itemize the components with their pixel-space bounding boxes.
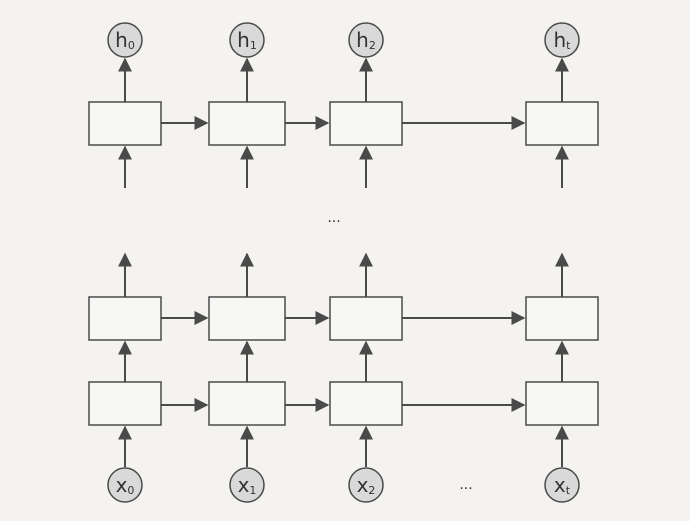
cell-mid-0: [88, 296, 162, 341]
output-node-h1: h1: [229, 22, 265, 58]
cell-bottom-0: [88, 381, 162, 426]
input-node-x0: x0: [107, 467, 143, 503]
svg-text:h1: h1: [237, 28, 257, 52]
output-subscript: 1: [250, 39, 257, 52]
output-node-h0: h0: [107, 22, 143, 58]
cell-top-t: [525, 101, 599, 146]
input-subscript: t: [566, 484, 571, 497]
svg-text:x0: x0: [116, 473, 135, 497]
input-label: x: [238, 473, 250, 497]
output-subscript: 0: [128, 39, 135, 52]
output-label: h: [237, 28, 250, 52]
svg-text:h0: h0: [115, 28, 135, 52]
svg-text:x1: x1: [238, 473, 257, 497]
output-subscript: 2: [369, 39, 376, 52]
svg-text:xt: xt: [554, 473, 571, 497]
input-subscript: 0: [127, 484, 134, 497]
svg-text:x2: x2: [357, 473, 376, 497]
input-subscript: 2: [368, 484, 375, 497]
output-label: h: [553, 28, 566, 52]
cell-top-1: [208, 101, 286, 146]
input-node-x1: x1: [229, 467, 265, 503]
output-label: h: [115, 28, 128, 52]
cell-bottom-2: [329, 381, 403, 426]
cell-top-2: [329, 101, 403, 146]
input-node-x2: x2: [348, 467, 384, 503]
input-label: x: [357, 473, 369, 497]
cell-mid-2: [329, 296, 403, 341]
svg-text:ht: ht: [553, 28, 571, 52]
input-label: x: [554, 473, 566, 497]
input-node-xt: xt: [544, 467, 580, 503]
output-node-h2: h2: [348, 22, 384, 58]
svg-text:h2: h2: [356, 28, 376, 52]
cell-mid-t: [525, 296, 599, 341]
output-label: h: [356, 28, 369, 52]
input-subscript: 1: [249, 484, 256, 497]
input-label: x: [116, 473, 128, 497]
output-subscript: t: [566, 39, 571, 52]
cell-top-0: [88, 101, 162, 146]
ellipsis-middle: ...: [327, 210, 340, 226]
cell-bottom-t: [525, 381, 599, 426]
output-node-ht: ht: [544, 22, 580, 58]
cell-bottom-1: [208, 381, 286, 426]
ellipsis-bottom: ...: [459, 477, 472, 493]
cell-mid-1: [208, 296, 286, 341]
